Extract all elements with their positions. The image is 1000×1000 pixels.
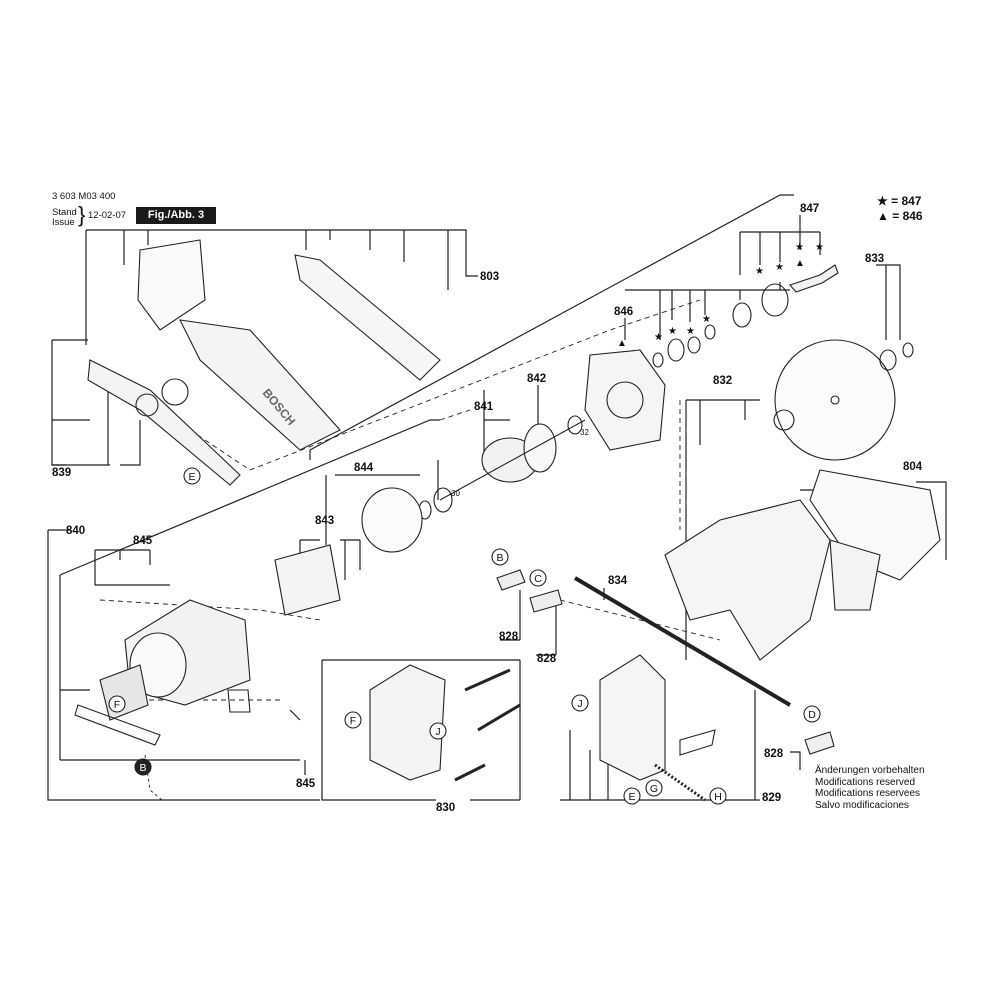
brace: } xyxy=(78,202,86,227)
ref-841: 841 xyxy=(474,401,494,413)
stand-label: Stand xyxy=(52,207,77,218)
svg-text:B: B xyxy=(139,762,146,774)
callout-e-upper: E xyxy=(183,467,201,485)
triangle-marker: ▲ xyxy=(795,258,805,269)
upper-blade-guard: BOSCH xyxy=(137,239,441,451)
issue-label: Issue xyxy=(52,217,75,228)
note-en: Modifications reserved xyxy=(815,776,916,788)
callout-c: C xyxy=(529,569,547,587)
callout-d: D xyxy=(803,705,821,723)
star-marker: ★ xyxy=(755,266,764,277)
small-ref-32: 32 xyxy=(580,428,589,437)
symbol-markers: ▲ ★ ★ ★ ★ ★ ★ ★ ★ ▲ xyxy=(617,242,824,349)
svg-text:H: H xyxy=(714,791,722,803)
callout-j-left: J xyxy=(429,722,447,740)
ref-844: 844 xyxy=(354,462,374,474)
switch-housing xyxy=(599,654,716,802)
triangle-marker: ▲ xyxy=(617,338,627,349)
issue-date: 12-02-07 xyxy=(88,210,127,221)
ref-830: 830 xyxy=(436,802,455,814)
svg-text:J: J xyxy=(577,698,582,710)
armature xyxy=(418,415,586,520)
callout-f-left: F xyxy=(108,695,126,713)
legend-triangle: ▲ = 846 xyxy=(877,209,923,223)
svg-text:C: C xyxy=(534,573,542,585)
callout-j-right: J xyxy=(571,694,589,712)
svg-text:E: E xyxy=(628,791,635,803)
saw-blade xyxy=(773,339,914,461)
ref-840: 840 xyxy=(66,525,85,537)
field-coil xyxy=(274,487,423,616)
figure-badge: Fig./Abb. 3 xyxy=(136,207,216,224)
legend-star: ★ = 847 xyxy=(877,194,922,208)
ref-834: 834 xyxy=(608,575,628,587)
star-marker: ★ xyxy=(654,332,663,343)
ref-804: 804 xyxy=(903,461,923,473)
ref-828-d: 828 xyxy=(764,748,784,760)
star-marker: ★ xyxy=(775,262,784,273)
svg-text:G: G xyxy=(650,783,658,795)
ref-845-bottom: 845 xyxy=(296,778,316,790)
callout-g: G xyxy=(645,779,663,797)
svg-text:F: F xyxy=(350,715,356,727)
ref-832: 832 xyxy=(713,375,732,387)
gear-parts xyxy=(652,264,839,368)
gear-housing xyxy=(584,349,666,451)
callout-b: B xyxy=(491,548,509,566)
symbol-legend: ★ = 847 ▲ = 846 xyxy=(877,194,923,224)
star-marker: ★ xyxy=(702,314,711,325)
svg-text:J: J xyxy=(435,726,440,738)
svg-text:E: E xyxy=(188,471,195,483)
guard-rail xyxy=(87,359,241,486)
star-marker: ★ xyxy=(686,326,695,337)
ref-846: 846 xyxy=(614,306,633,318)
ref-847: 847 xyxy=(800,203,819,215)
ref-845-top: 845 xyxy=(133,535,153,547)
ref-labels: 803 839 840 845 844 843 841 842 846 847 … xyxy=(52,203,923,814)
ref-803: 803 xyxy=(480,271,499,283)
shaft xyxy=(573,576,792,707)
svg-text:D: D xyxy=(808,709,816,721)
modification-notes: Änderungen vorbehalten Modifications res… xyxy=(815,765,925,811)
ref-828-b: 828 xyxy=(499,631,519,643)
ref-839: 839 xyxy=(52,467,71,479)
lower-blade-guard xyxy=(664,469,941,661)
callout-h: H xyxy=(709,787,727,805)
svg-text:B: B xyxy=(496,552,503,564)
note-de: Änderungen vorbehalten xyxy=(815,765,925,776)
ref-833: 833 xyxy=(865,253,884,265)
svg-text:F: F xyxy=(114,699,120,711)
part-number: 3 603 M03 400 xyxy=(52,191,116,202)
callout-e-lower: E xyxy=(623,787,641,805)
switch-bracket xyxy=(369,664,521,782)
star-marker: ★ xyxy=(668,326,677,337)
note-es: Salvo modificaciones xyxy=(815,799,909,811)
star-marker: ★ xyxy=(795,242,804,253)
small-ref-30: 30 xyxy=(451,489,460,498)
ref-842: 842 xyxy=(527,373,546,385)
star-marker: ★ xyxy=(815,242,824,253)
motor-housing xyxy=(74,599,251,746)
note-fr: Modifications reservees xyxy=(815,788,921,799)
ref-829: 829 xyxy=(762,792,781,804)
letter-callouts: E F B B C F J J E G H D xyxy=(108,467,821,805)
cable-clamps xyxy=(496,569,835,755)
callout-b-dark: B xyxy=(134,758,152,776)
callout-f-mid: F xyxy=(344,711,362,729)
ref-828-c: 828 xyxy=(537,653,557,665)
ref-843: 843 xyxy=(315,515,334,527)
